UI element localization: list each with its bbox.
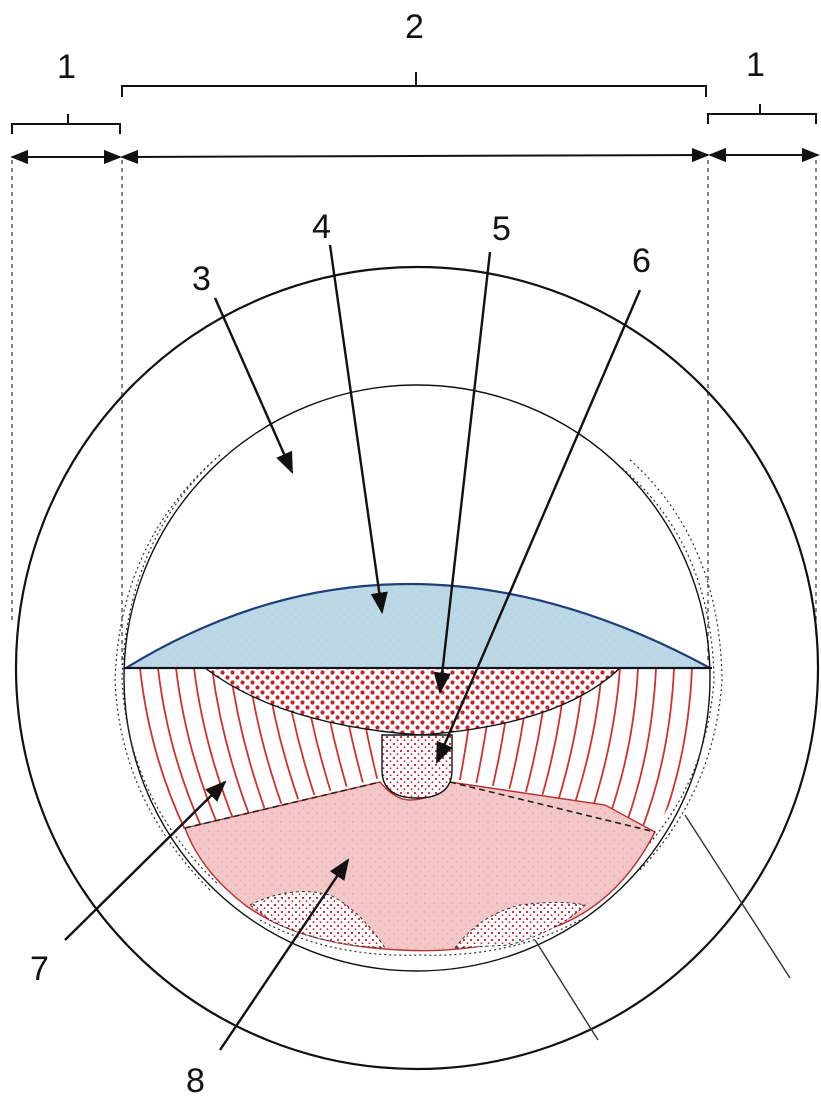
- pointer-6: [435, 289, 642, 764]
- number-labels: 1 2 1 3 4 5 6 7 8: [30, 8, 765, 1100]
- label-4: 4: [312, 208, 331, 246]
- bracket-1-right: [707, 104, 817, 124]
- arrow-2: [120, 147, 710, 165]
- outer-circle: [14, 265, 820, 1071]
- region-6-dome: [381, 734, 453, 799]
- label-2: 2: [405, 8, 424, 46]
- label-1-right: 1: [746, 46, 765, 84]
- label-7: 7: [30, 950, 49, 988]
- pointer-5: [433, 251, 492, 695]
- label-3: 3: [192, 260, 211, 298]
- pointer-7: [64, 780, 227, 941]
- unlabeled-leaders: [534, 814, 791, 1041]
- pointer-3: [213, 297, 294, 474]
- inner-circle: [123, 384, 711, 972]
- region-8-dashed-edge: [184, 781, 656, 833]
- label-8: 8: [186, 1062, 205, 1100]
- label-6: 6: [632, 242, 651, 280]
- pointer-arrows: [64, 244, 642, 1051]
- region-4-blue: [122, 582, 711, 670]
- pointer-8: [219, 858, 350, 1051]
- label-1-left: 1: [57, 48, 76, 86]
- dimension-brackets: [11, 72, 817, 134]
- region-8-pink: [184, 781, 656, 952]
- bracket-1-left: [11, 114, 121, 134]
- dotted-outline: [114, 454, 723, 956]
- label-5: 5: [492, 210, 511, 248]
- guide-lines: [11, 160, 817, 665]
- bracket-2: [121, 72, 707, 97]
- bottom-crescents: [249, 891, 587, 949]
- pointer-4: [328, 244, 388, 615]
- dimension-arrows: [10, 147, 820, 165]
